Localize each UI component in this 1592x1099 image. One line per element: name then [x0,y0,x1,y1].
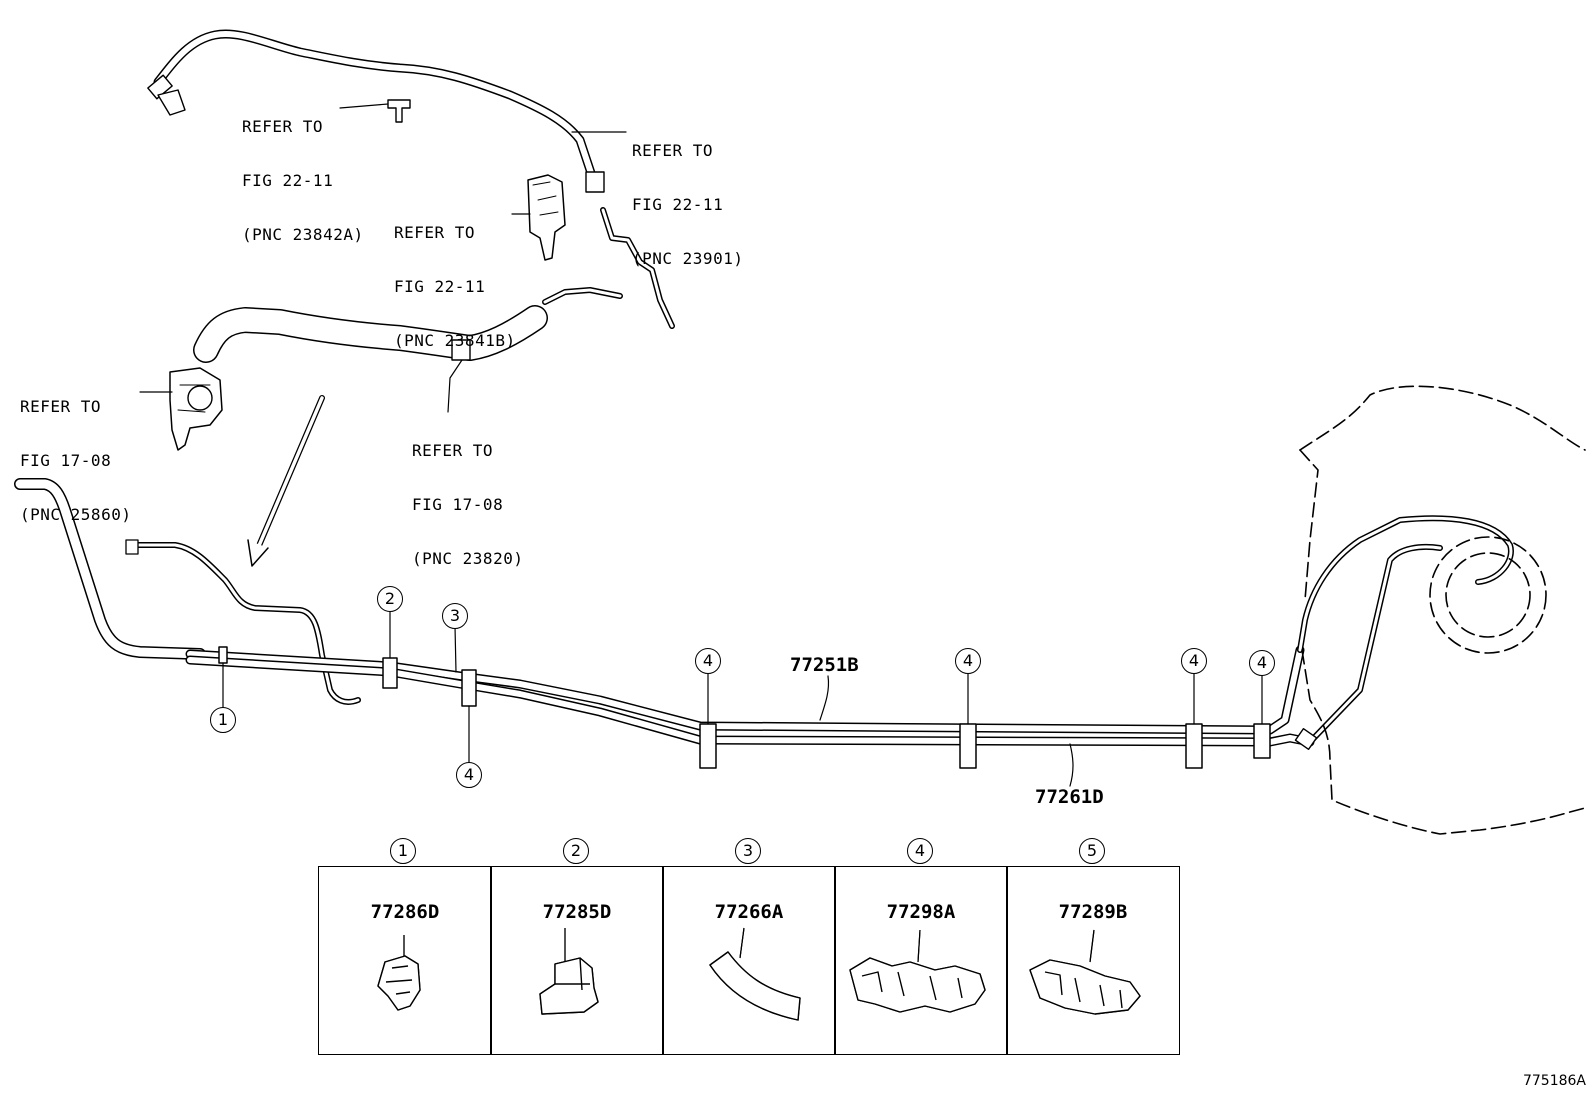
direction-arrow [247,395,325,567]
legend-part-number: 77286D [370,901,440,923]
pipe-part-label: 77251B [790,654,859,676]
vapor-line [125,539,361,705]
pipe-part-label: 77261D [1035,786,1104,808]
callout-line: (PNC 23842A) [242,225,364,244]
figure-id: 775186A [1522,1073,1586,1089]
legend-index: 2 [563,838,589,864]
pipe-clamps [218,646,1271,769]
index-marker: 4 [1181,648,1207,674]
callout-line: (PNC 23820) [412,549,524,568]
legend-cell-4: 77298A [834,866,1008,1055]
index-marker: 4 [456,762,482,788]
callout-line: FIG 22-11 [242,171,334,190]
index-marker: 1 [210,707,236,733]
callout-pnc-23842a: REFER TO FIG 22-11 (PNC 23842A) [242,82,364,280]
legend-part-number: 77266A [714,901,784,923]
callout-line: (PNC 25860) [20,505,132,524]
callout-pnc-23841b: REFER TO FIG 22-11 (PNC 23841B) [394,188,516,386]
callout-line: (PNC 23901) [632,249,744,268]
legend-cell-1: 77286D [318,866,492,1055]
callout-line: REFER TO [412,441,494,460]
callout-line: REFER TO [20,397,102,416]
legend-index: 5 [1079,838,1105,864]
callout-line: REFER TO [632,141,714,160]
callout-line: REFER TO [394,223,476,242]
legend-cell-2: 77285D [490,866,664,1055]
valve-25860 [139,367,223,451]
fuel-tank-outline [1299,385,1586,835]
marker-leaders [222,609,1263,787]
callout-line: (PNC 23841B) [394,331,516,350]
filler-pipe [14,478,206,660]
legend-cell-3: 77266A [662,866,836,1055]
index-marker: 4 [1249,650,1275,676]
callout-pnc-23820: REFER TO FIG 17-08 (PNC 23820) [412,406,523,604]
index-marker: 4 [695,648,721,674]
legend-index: 3 [735,838,761,864]
canister-hose [193,287,623,413]
callout-line: FIG 17-08 [412,495,504,514]
callout-pnc-23901: REFER TO FIG 22-11 (PNC 23901) [632,106,743,304]
legend-cell-5: 77289B [1006,866,1180,1055]
callout-line: FIG 22-11 [632,195,724,214]
callout-line: FIG 22-11 [394,277,486,296]
callout-line: REFER TO [242,117,324,136]
main-pipes [185,515,1514,751]
index-marker: 4 [955,648,981,674]
callout-pnc-25860: REFER TO FIG 17-08 (PNC 25860) [20,362,131,560]
legend-index: 1 [390,838,416,864]
callout-line: FIG 17-08 [20,451,112,470]
clamp-23841b [511,174,566,261]
index-marker: 2 [377,586,403,612]
upper-vapor-hose [147,29,675,329]
legend-part-number: 77298A [886,901,956,923]
legend-index: 4 [907,838,933,864]
index-marker: 3 [442,603,468,629]
legend-part-number: 77285D [542,901,612,923]
legend-part-number: 77289B [1058,901,1128,923]
